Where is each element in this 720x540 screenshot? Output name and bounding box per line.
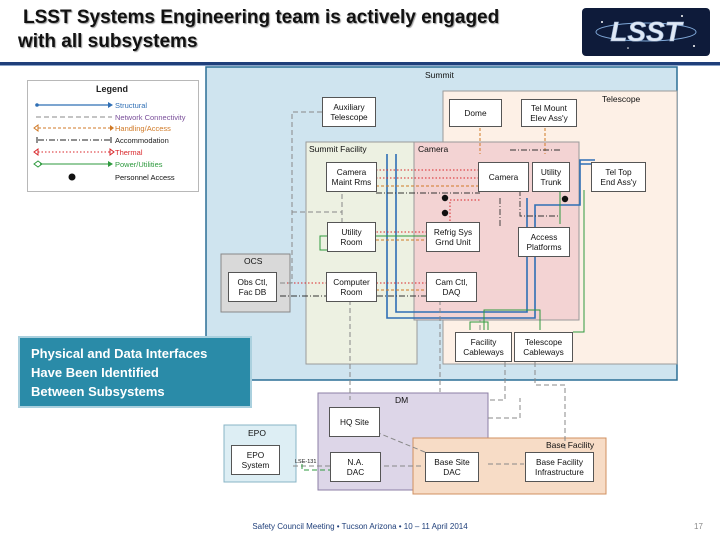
auxiliary-telescope-node[interactable]: Auxiliary Telescope: [322, 97, 376, 127]
slide-title: LSST Systems Engineering team is activel…: [18, 6, 578, 54]
obs-ctl-node[interactable]: Obs Ctl, Fac DB: [228, 272, 277, 302]
camera-maint-node[interactable]: Camera Maint Rms: [326, 162, 377, 192]
legend-personnel-icon: [68, 173, 76, 181]
logo-text: LSST: [610, 16, 684, 47]
epo-system-node[interactable]: EPO System: [231, 445, 280, 475]
legend-title: Legend: [96, 84, 129, 94]
summit-label: Summit: [425, 70, 454, 80]
camera-node[interactable]: Camera: [478, 162, 529, 192]
base-site-dac-node[interactable]: Base Site DAC: [425, 452, 479, 482]
title-rule: [0, 62, 720, 65]
utility-room-node[interactable]: Utility Room: [327, 222, 376, 252]
camera-label: Camera: [418, 144, 449, 154]
epo-label: EPO: [248, 428, 266, 438]
legend-handling-icon: [33, 124, 114, 132]
legend-panel: Legend Str: [27, 80, 199, 192]
base-facility-infrastructure-node[interactable]: Base Facility Infrastructure: [525, 452, 594, 482]
access-platforms-node[interactable]: Access Platforms: [518, 227, 570, 257]
base-facility-label: Base Facility: [546, 440, 595, 450]
dm-label: DM: [395, 395, 409, 405]
lsst-logo: LSST: [582, 8, 710, 56]
tel-top-node[interactable]: Tel Top End Ass'y: [591, 162, 646, 192]
interfaces-callout: Physical and Data Interfaces Have Been I…: [18, 336, 252, 408]
legend-label-power: Power/Utilities: [115, 160, 163, 169]
lse-131-label: LSE-131: [295, 459, 317, 465]
accommodation-connectors: [280, 149, 560, 297]
legend-label-accommodation: Accommodation: [115, 136, 169, 145]
personnel-access-dots: [441, 194, 569, 217]
network-connectors: [280, 111, 566, 471]
page-number: 17: [694, 522, 703, 531]
legend-symbols: [33, 102, 115, 181]
legend-label-personnel: Personnel Access: [115, 173, 175, 182]
legend-label-network: Network Connectivity: [115, 113, 186, 122]
utility-trunk-node[interactable]: Utility Trunk: [532, 162, 570, 192]
ocs-label: OCS: [244, 256, 263, 266]
slide-footer: Safety Council Meeting • Tucson Arizona …: [252, 522, 468, 531]
legend-label-structural: Structural: [115, 101, 148, 110]
computer-room-node[interactable]: Computer Room: [326, 272, 377, 302]
summit-facility-label: Summit Facility: [309, 144, 367, 154]
tel-mount-node[interactable]: Tel Mount Elev Ass'y: [521, 99, 577, 127]
cam-ctl-node[interactable]: Cam Ctl, DAQ: [426, 272, 477, 302]
refrig-sys-node[interactable]: Refrig Sys Grnd Unit: [426, 222, 480, 252]
legend-power-icon: [33, 160, 113, 168]
title-rule-thin: [0, 65, 720, 66]
legend-structural-icon: [35, 102, 113, 108]
telescope-cableways-node[interactable]: Telescope Cableways: [514, 332, 573, 362]
legend-label-handling: Handling/Access: [115, 124, 171, 133]
dome-node[interactable]: Dome: [449, 99, 502, 127]
telescope-label: Telescope: [602, 94, 641, 104]
legend-accommodation-icon: [36, 137, 112, 143]
legend-thermal-icon: [33, 148, 115, 156]
facility-cableways-node[interactable]: Facility Cableways: [455, 332, 512, 362]
slide-title-line2: with all subsystems: [18, 31, 198, 52]
na-dac-node[interactable]: N.A. DAC: [330, 452, 381, 482]
slide-title-line1: LSST Systems Engineering team is activel…: [23, 7, 500, 28]
hq-site-node[interactable]: HQ Site: [329, 407, 380, 437]
legend-label-thermal: Thermal: [115, 148, 143, 157]
